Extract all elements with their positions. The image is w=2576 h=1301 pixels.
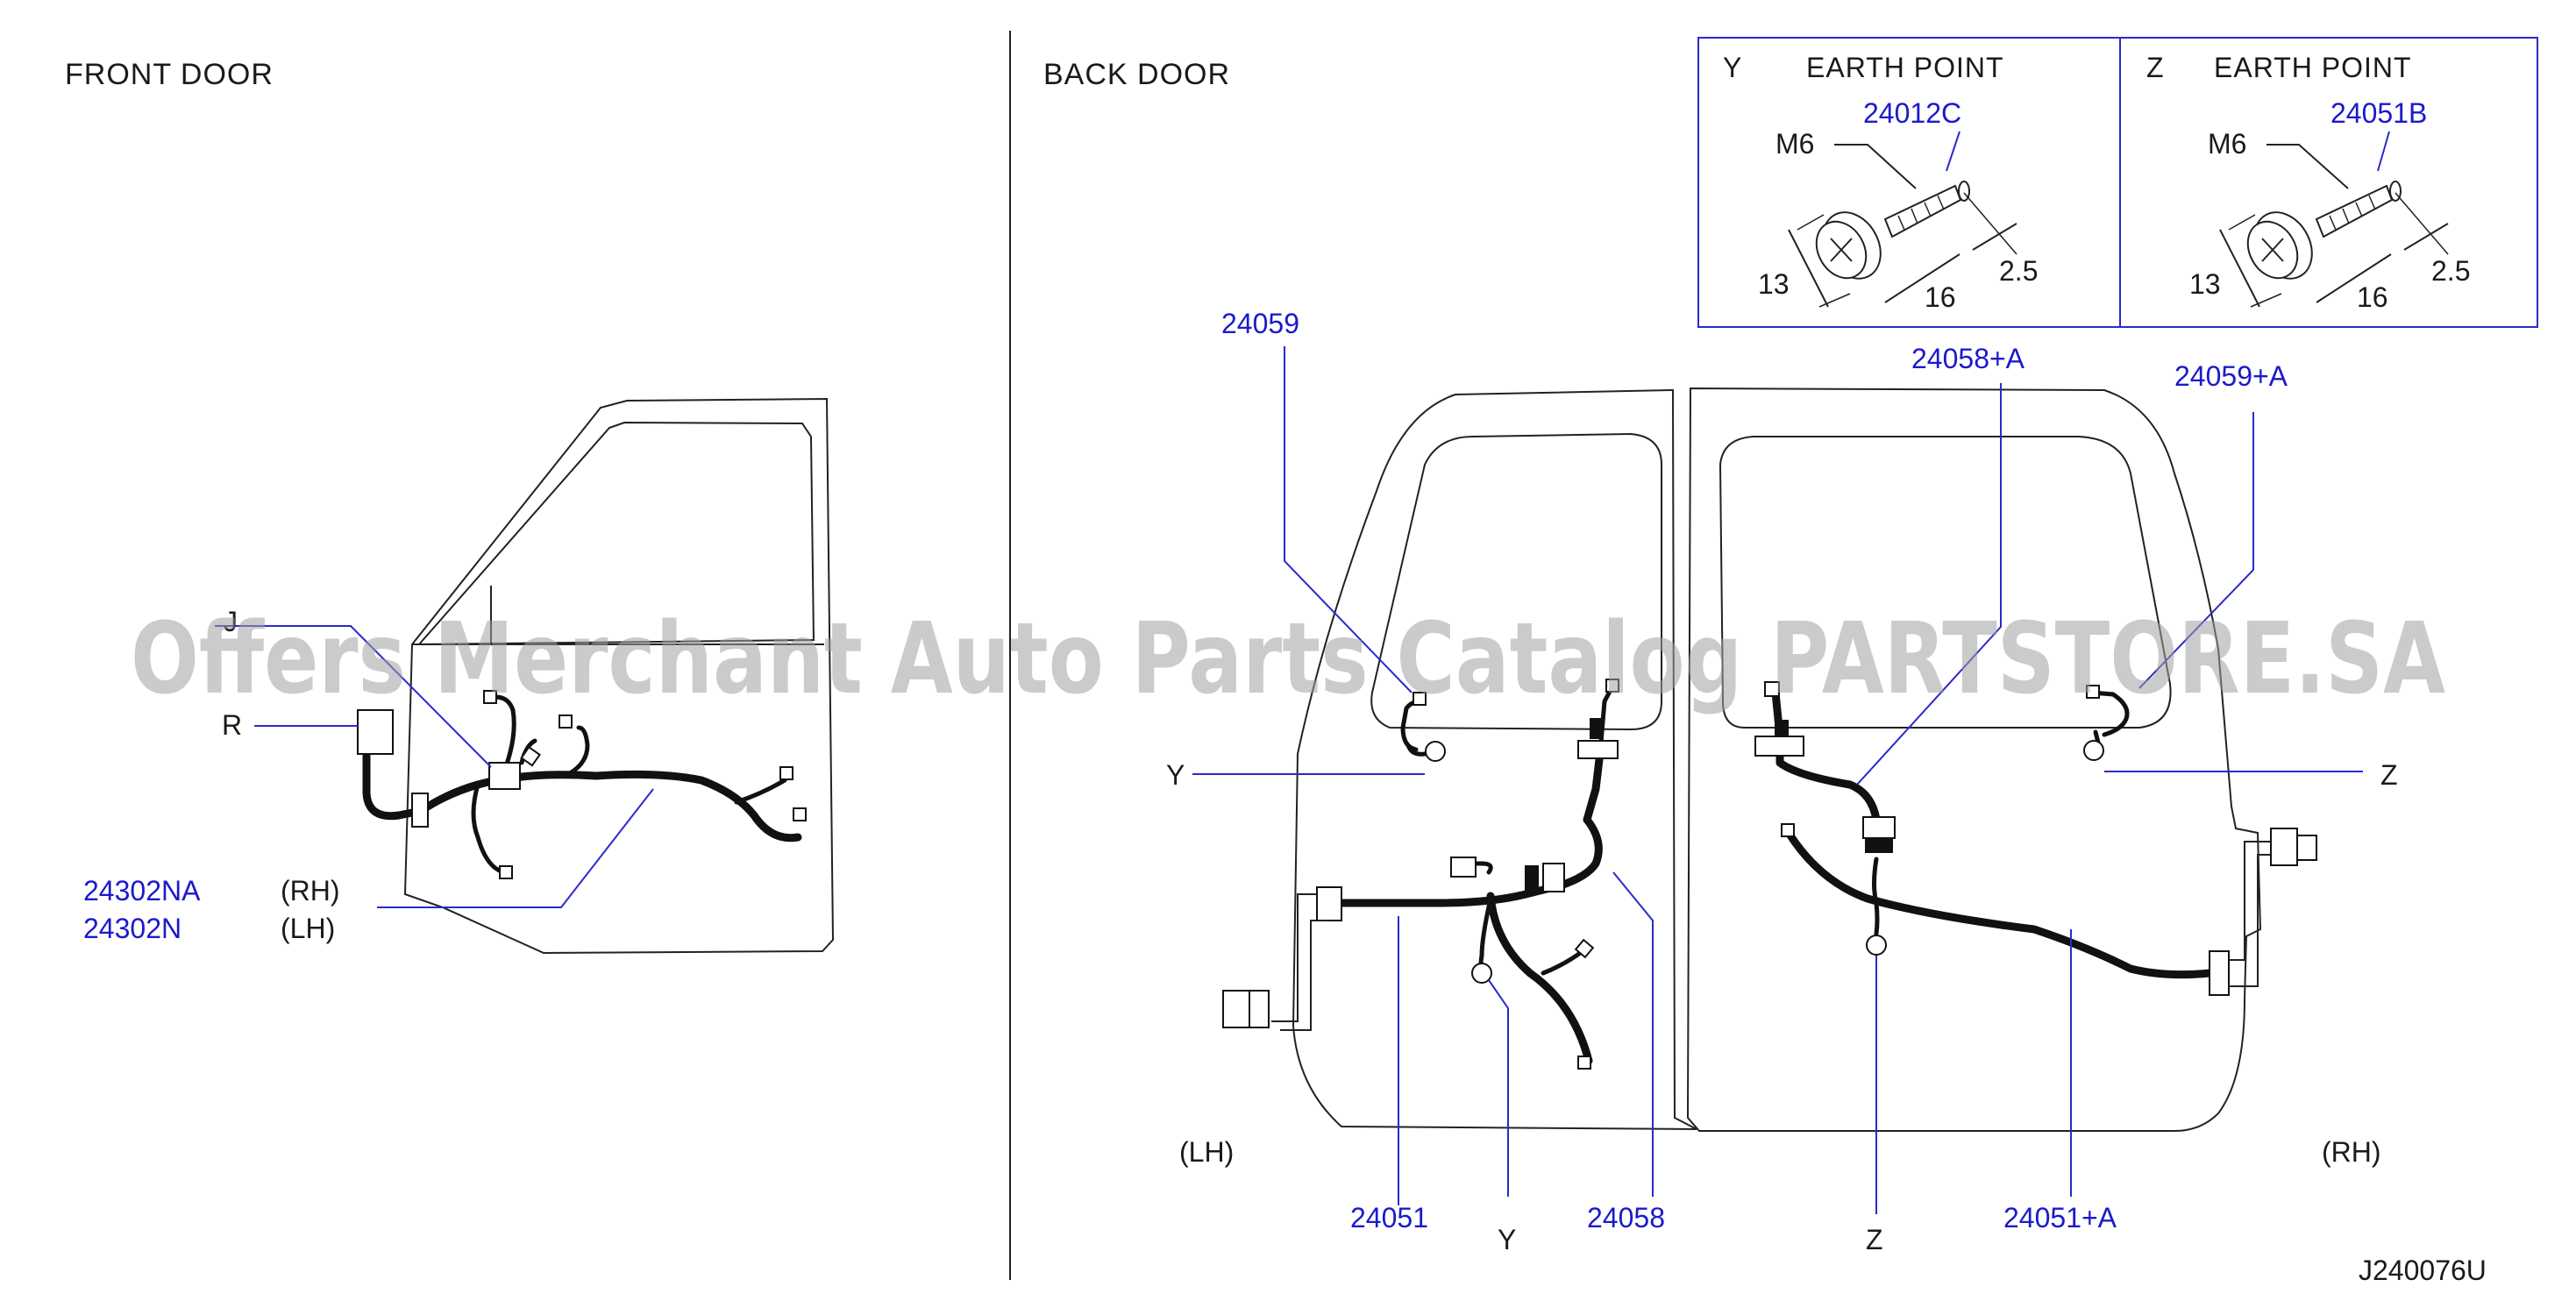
- back-callout-24058: 24058: [1587, 1202, 1665, 1233]
- back-callout-24059: 24059: [1221, 308, 1299, 339]
- back-left-connector-lower: [1222, 990, 1250, 1028]
- front-door-harness: [357, 690, 807, 879]
- front-door: J R 24302NA 24302N (RH) (LH): [83, 397, 835, 955]
- back-door: 24059 24058+A 24059+A 24051 24058 24051+…: [1166, 308, 2398, 1255]
- back-side-lh: (LH): [1179, 1136, 1234, 1168]
- earth-point-y-dim-len: 16: [1925, 281, 1956, 313]
- back-earth-y-bottom: Y: [1498, 1224, 1516, 1255]
- watermark: Offers Merchant Auto Parts Catalog PARTS…: [131, 602, 2445, 716]
- earth-point-z-part: 24051B: [2330, 97, 2427, 129]
- front-side-rh: (RH): [281, 875, 340, 906]
- front-door-window: [416, 421, 815, 646]
- back-door-right-window: [1719, 436, 2172, 729]
- diagram-code: J240076U: [2359, 1255, 2487, 1286]
- earth-point-z-panel: Z EARTH POINT 24051B M6 13 16: [2146, 52, 2470, 313]
- back-earth-z-bottom: Z: [1866, 1224, 1883, 1255]
- front-side-lh: (LH): [281, 913, 335, 944]
- front-door-title: FRONT DOOR: [65, 58, 274, 91]
- front-door-outline: [403, 397, 835, 955]
- earth-point-y-dim-tip: 2.5: [1999, 255, 2038, 287]
- back-callout-24051a: 24051+A: [2003, 1202, 2117, 1233]
- back-earth-z-right: Z: [2380, 759, 2398, 791]
- back-door-left-window: [1370, 432, 1662, 731]
- earth-point-z-title: EARTH POINT: [2214, 52, 2412, 83]
- earth-point-y-part: 24012C: [1863, 97, 1961, 129]
- back-callout-24059a: 24059+A: [2174, 360, 2288, 392]
- earth-point-z-bolt-size: M6: [2208, 128, 2246, 160]
- back-door-right-harness: [1754, 681, 2317, 996]
- earth-point-inset: Y EARTH POINT 24012C M6 13 16: [1697, 37, 2538, 328]
- earth-point-y-panel: Y EARTH POINT 24012C M6 13 16: [1723, 52, 2038, 313]
- back-callout-24058a: 24058+A: [1911, 343, 2025, 374]
- back-door-title: BACK DOOR: [1043, 58, 1230, 91]
- earth-point-y-bolt-size: M6: [1775, 128, 1814, 160]
- front-part-rh: 24302NA: [83, 875, 201, 906]
- earth-point-z-dim-head: 13: [2189, 268, 2221, 300]
- front-part-lh: 24302N: [83, 913, 181, 944]
- back-door-left-outline: [1292, 388, 1697, 1130]
- back-right-connector-upper: [2270, 828, 2298, 866]
- back-door-right-outline: [1686, 387, 2262, 1132]
- bolt-y-icon: [1815, 181, 1970, 280]
- front-connector-r: [357, 709, 394, 755]
- bolt-z-icon: [2246, 181, 2402, 280]
- earth-point-y-marker: [1425, 741, 1446, 762]
- earth-point-z-dim-tip: 2.5: [2431, 255, 2470, 287]
- front-label-j: J: [224, 606, 238, 637]
- earth-point-z-marker: [2083, 740, 2104, 761]
- earth-point-z-dim-len: 16: [2357, 281, 2388, 313]
- earth-point-y-title: EARTH POINT: [1806, 52, 2004, 83]
- front-connector-j: [488, 762, 521, 790]
- front-label-r: R: [222, 709, 242, 741]
- back-earth-y-left: Y: [1166, 759, 1185, 791]
- back-door-left-harness: [1222, 679, 1619, 1070]
- earth-point-y-dim-head: 13: [1758, 268, 1790, 300]
- back-callout-24051: 24051: [1350, 1202, 1428, 1233]
- back-side-rh: (RH): [2322, 1136, 2381, 1168]
- earth-point-y-letter: Y: [1723, 52, 1741, 83]
- earth-point-z-letter: Z: [2146, 52, 2164, 83]
